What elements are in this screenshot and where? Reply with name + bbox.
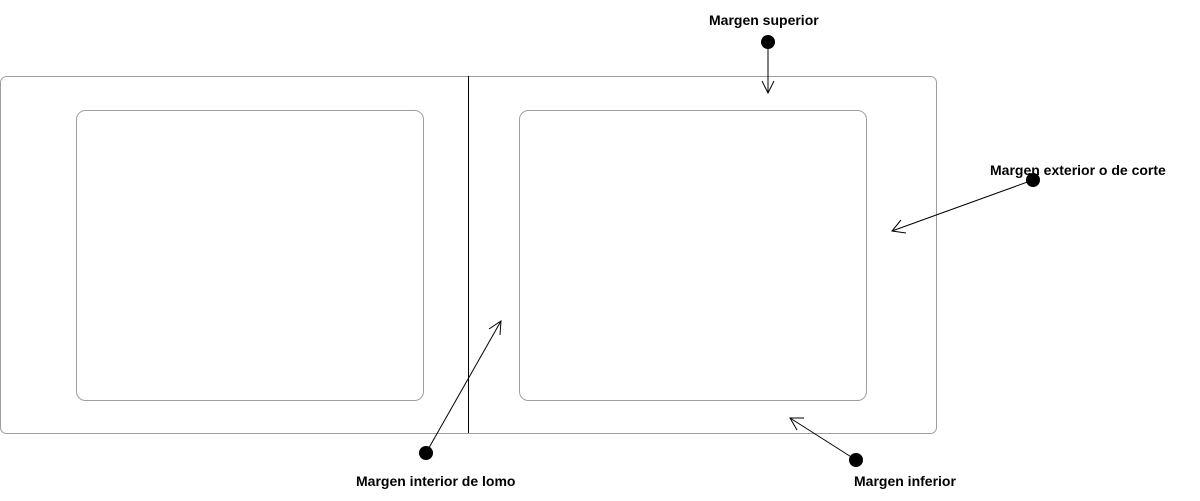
bottom-margin-pointer [789, 417, 863, 467]
bottom-margin-label: Margen inferior [854, 473, 956, 489]
inner-margin-pointer [419, 320, 502, 460]
top-margin-pointer [761, 35, 775, 95]
outer-margin-label: Margen exterior o de corte [990, 162, 1166, 178]
top-margin-arrowhead [761, 80, 775, 95]
outer-margin-pointer [891, 173, 1040, 234]
bottom-margin-arrowhead [789, 417, 804, 431]
left-page-text-area [76, 110, 424, 401]
outer-margin-arrowhead [891, 219, 907, 234]
top-margin-label: Margen superior [709, 12, 819, 28]
inner-margin-arrowhead [488, 320, 502, 336]
right-page-text-area [519, 110, 867, 401]
inner-margin-label: Margen interior de lomo [356, 473, 516, 489]
